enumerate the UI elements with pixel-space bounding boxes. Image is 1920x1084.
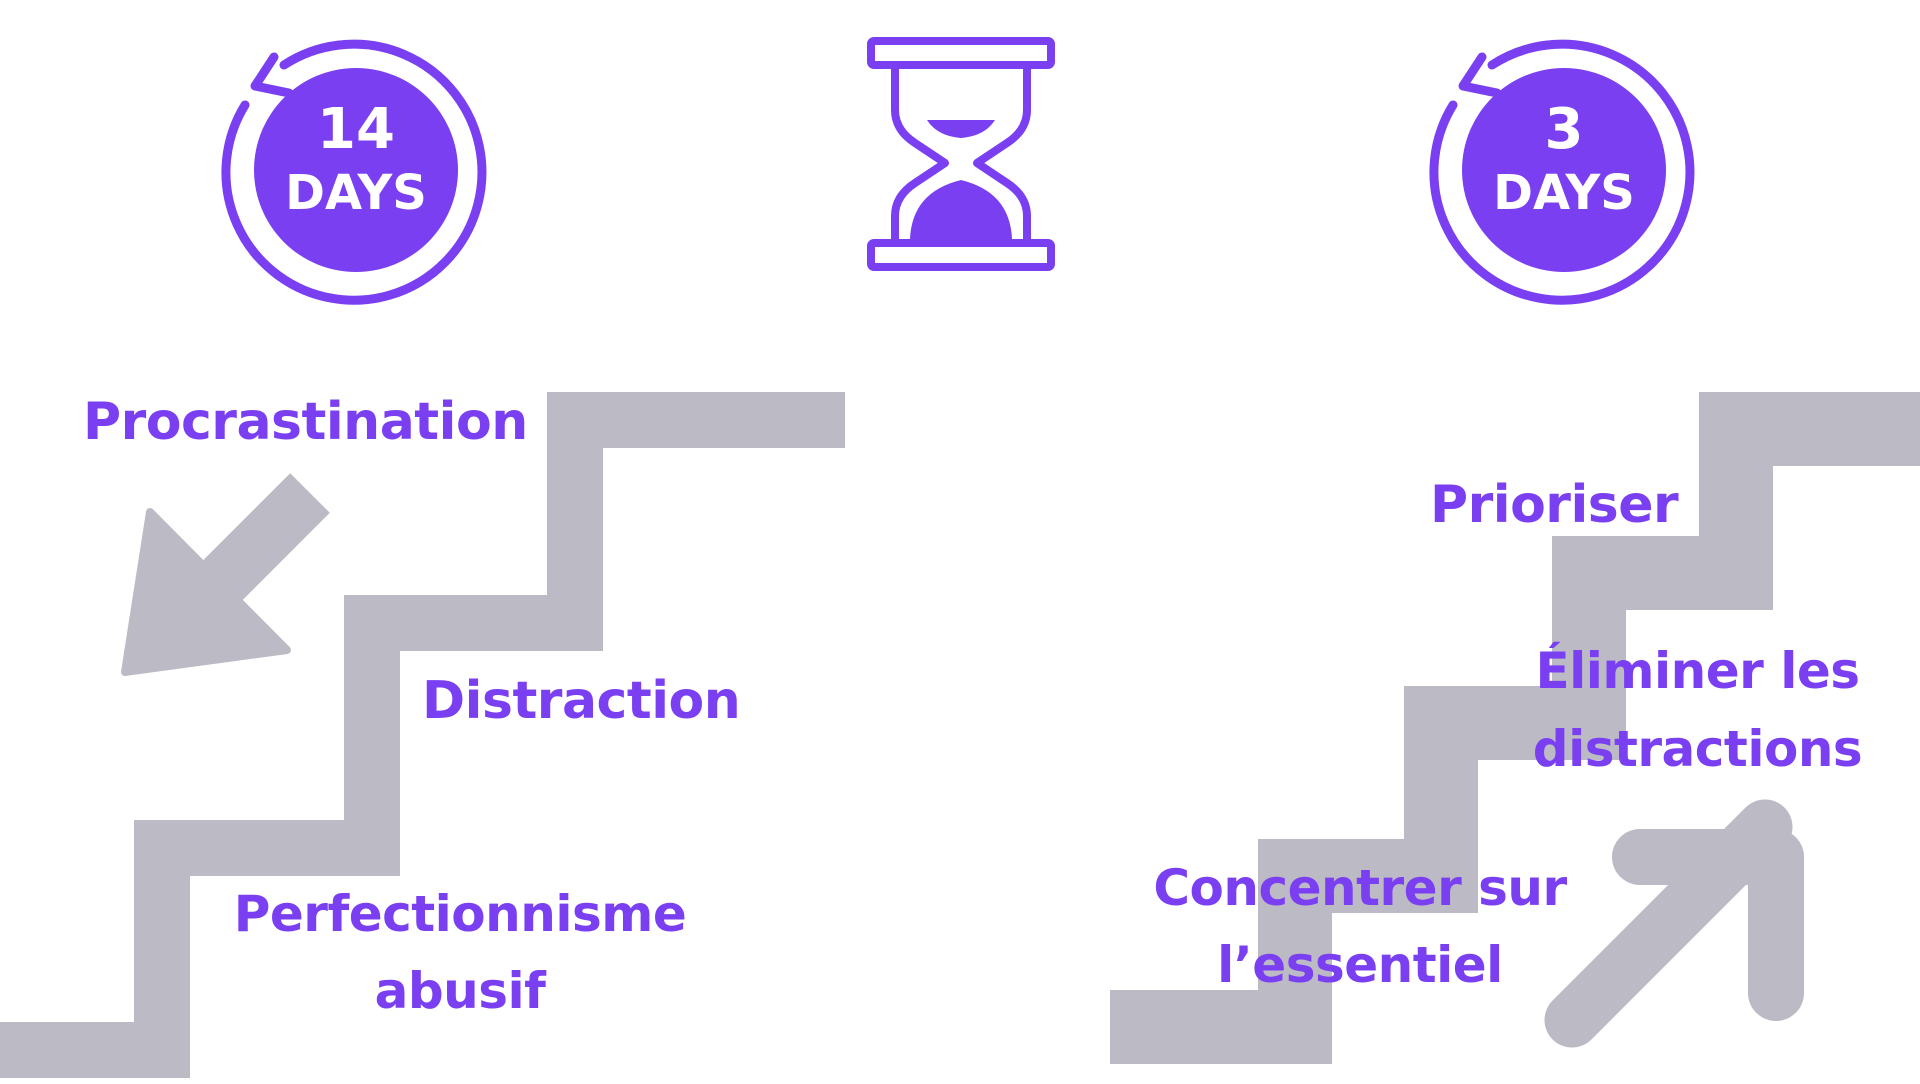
arrow-up-right-icon xyxy=(1544,799,1804,1048)
clock-cycle-icon xyxy=(1429,39,1695,305)
label-essentiel: l’essentiel xyxy=(1217,936,1503,994)
label-distractions: distractions xyxy=(1532,720,1863,778)
label-abusif: abusif xyxy=(374,962,546,1020)
right-staircase xyxy=(1110,392,1920,1064)
clock-cycle-icon xyxy=(221,39,487,305)
hourglass-icon xyxy=(867,37,1055,271)
left-badge-unit: DAYS xyxy=(285,165,427,221)
label-eliminer-les: Éliminer les xyxy=(1535,642,1860,700)
label-prioriser: Prioriser xyxy=(1430,475,1679,535)
label-procrastination: Procrastination xyxy=(83,392,528,452)
label-concentrer-sur: Concentrer sur xyxy=(1153,859,1567,917)
left-badge-number: 14 xyxy=(317,97,395,162)
label-distraction: Distraction xyxy=(422,671,741,731)
right-badge-number: 3 xyxy=(1544,97,1584,162)
arrow-down-left-icon xyxy=(121,473,330,676)
right-badge-unit: DAYS xyxy=(1493,165,1635,221)
left-staircase xyxy=(0,392,845,1078)
label-perfectionnisme: Perfectionnisme xyxy=(233,885,687,943)
